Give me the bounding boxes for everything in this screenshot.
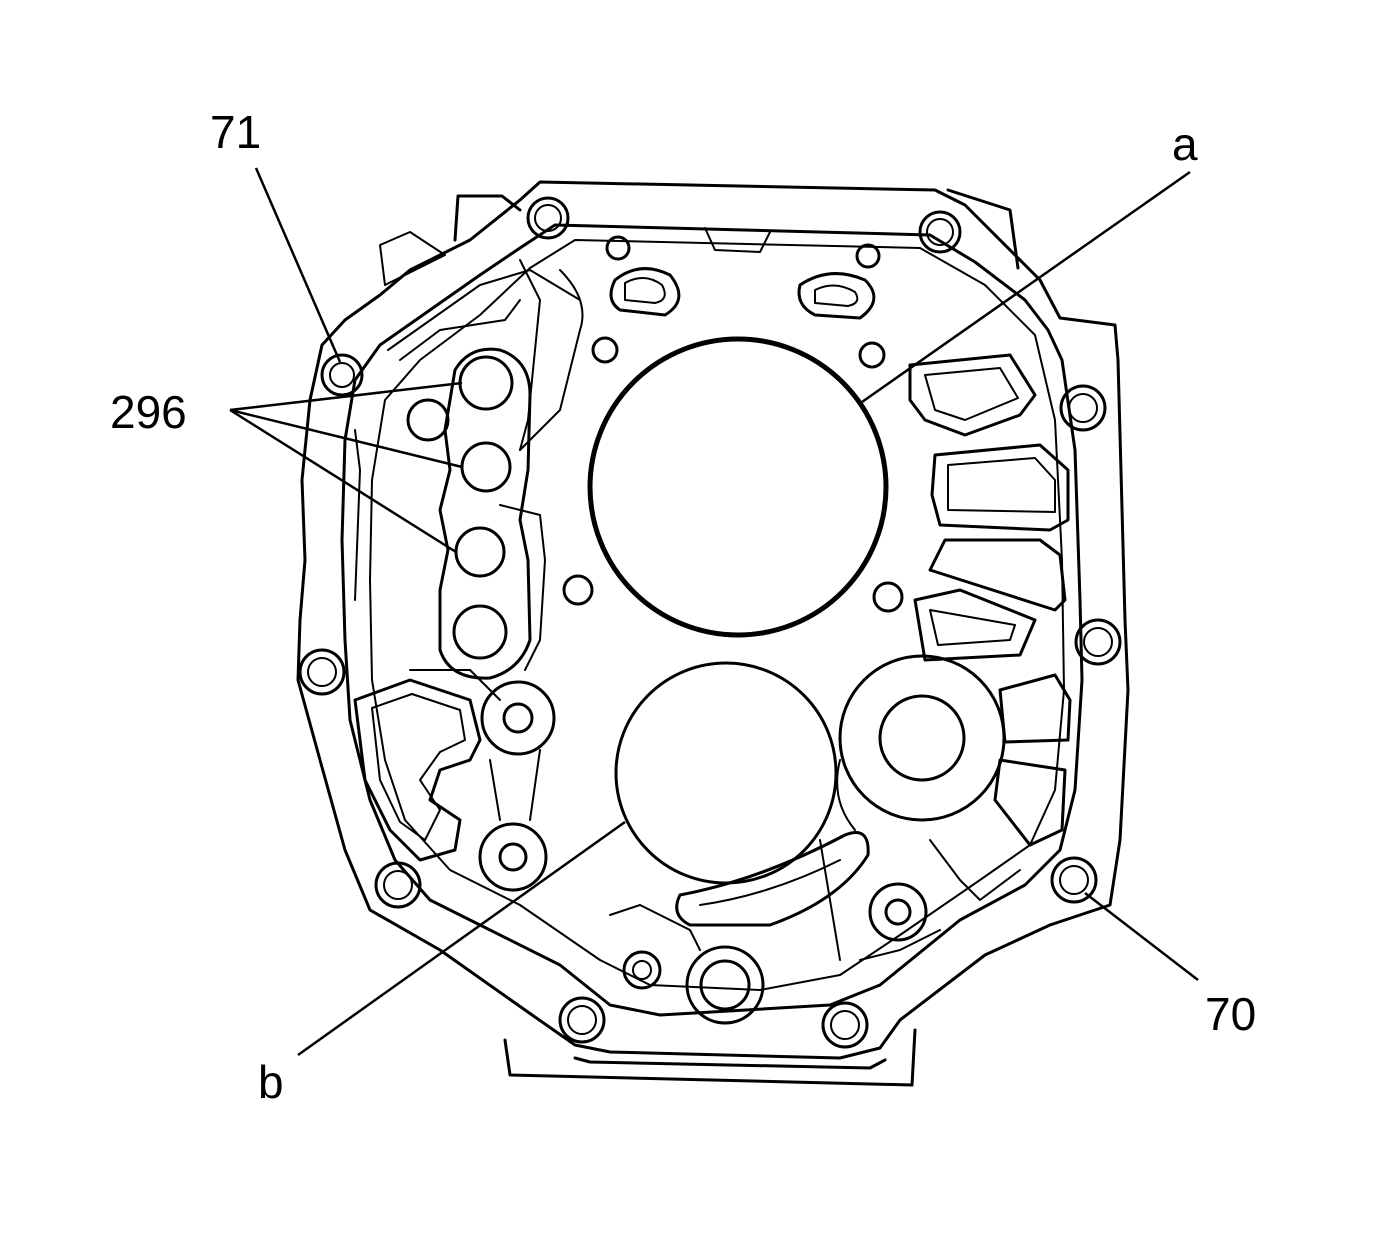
leader-296-bot [229, 408, 457, 554]
callout-a: a [1172, 118, 1198, 170]
bore-a [587, 336, 889, 638]
leader-296-top [229, 381, 463, 412]
leader-296-mid [229, 408, 463, 469]
leader-a [861, 170, 1191, 404]
leader-lines [229, 167, 1199, 1057]
bore-b [614, 661, 838, 885]
rib-pockets [908, 353, 1072, 847]
callout-labels: 71 296 a b 70 [110, 106, 1256, 1108]
leader-b [297, 820, 626, 1057]
callout-71: 71 [210, 106, 261, 158]
leader-70 [1084, 892, 1199, 981]
callout-70: 70 [1205, 988, 1256, 1040]
lower-left-pockets [353, 669, 556, 892]
dowel-holes [562, 235, 904, 613]
top-slots [609, 267, 876, 320]
leader-71 [254, 167, 342, 363]
bottom-passages [609, 831, 1021, 1025]
bolt-holes [298, 196, 1122, 1049]
right-boss [836, 654, 1006, 831]
callout-296: 296 [110, 386, 187, 438]
callout-b: b [258, 1056, 284, 1108]
